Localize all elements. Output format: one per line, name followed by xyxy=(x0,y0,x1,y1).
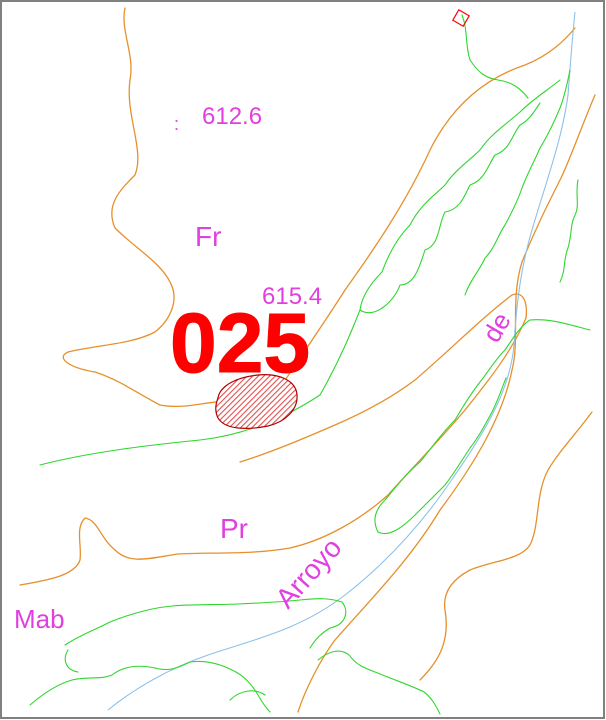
contour-line xyxy=(297,94,596,713)
vegetation-outline xyxy=(64,649,266,701)
vegetation-outline xyxy=(317,650,441,715)
vegetation xyxy=(29,14,591,715)
contour-line xyxy=(19,317,527,586)
place-label-mab: Mab xyxy=(14,604,65,634)
vegetation-outline xyxy=(39,79,561,466)
vegetation-outline xyxy=(374,319,591,534)
elevation-label: 615.4 xyxy=(262,283,322,310)
contour-line xyxy=(62,7,263,417)
river-line xyxy=(107,11,576,711)
place-label-pr: Pr xyxy=(220,513,248,544)
vegetation-outline xyxy=(359,102,541,313)
contour-lines xyxy=(19,7,596,713)
vegetation-outline xyxy=(64,598,347,649)
place-label-fr: Fr xyxy=(195,221,221,252)
point-mark: : xyxy=(174,114,179,134)
vegetation-outline xyxy=(29,660,271,713)
parcel-id-label[interactable]: 025 xyxy=(170,296,311,391)
parcel-area[interactable] xyxy=(215,374,298,429)
river xyxy=(107,11,576,711)
vegetation-outline xyxy=(559,179,579,283)
contour-line xyxy=(419,411,593,681)
elevation-label: 612.6 xyxy=(202,103,262,130)
contour-line xyxy=(239,293,528,463)
contour-line xyxy=(261,27,576,416)
survey-marker[interactable] xyxy=(451,8,471,28)
vegetation-outline xyxy=(461,14,529,99)
vegetation-outline xyxy=(464,69,571,296)
